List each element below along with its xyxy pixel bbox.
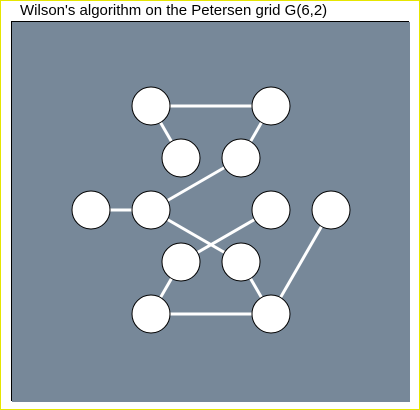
graph-node-n10 <box>221 242 261 282</box>
graph-node-n8 <box>311 190 351 230</box>
graph-canvas <box>11 21 410 402</box>
graph-node-n12 <box>251 294 291 334</box>
graph-node-n6 <box>131 190 171 230</box>
graph-node-n3 <box>161 138 201 178</box>
graph-node-n2 <box>251 86 291 126</box>
graph-node-n4 <box>221 138 261 178</box>
graph-drawing <box>12 22 410 402</box>
graph-node-n7 <box>251 190 291 230</box>
page-title: Wilson's algorithm on the Petersen grid … <box>20 2 328 19</box>
graph-node-n11 <box>131 294 171 334</box>
graph-node-n9 <box>161 242 201 282</box>
graph-node-n5 <box>71 190 111 230</box>
node-layer <box>71 86 351 334</box>
graph-node-n1 <box>131 86 171 126</box>
edge-n8-n12 <box>269 209 333 315</box>
